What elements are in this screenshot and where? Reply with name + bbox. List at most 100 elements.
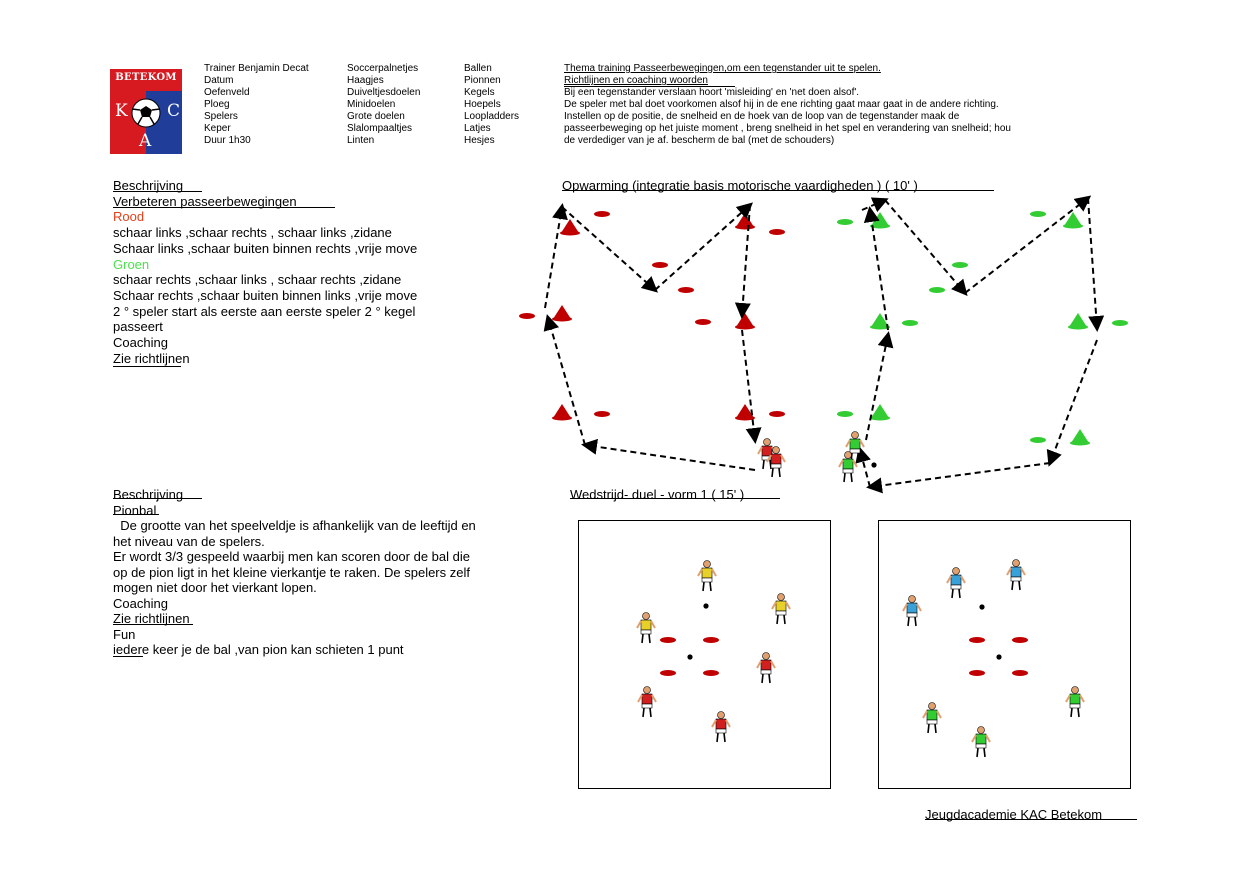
header-item: Duur 1h30 [204,135,251,146]
flat-marker [952,262,968,268]
guidelines-reference: Zie richtlijnen [113,350,190,366]
header-item: Trainer Benjamin Decat [204,63,309,74]
player-leg [783,614,786,625]
flat-marker [678,287,694,293]
underline-bar [562,190,994,191]
header-item: Oefenveld [204,87,250,98]
header-item: Spelers [204,111,238,122]
player-arm [946,575,952,584]
logo-top-text: BETEKOM [115,72,177,83]
player-shirt [1069,693,1081,705]
player-leg [648,633,651,644]
header-item: Ploeg [204,99,230,110]
player-leg [702,581,705,592]
player-arm [1079,694,1085,703]
player-shirt [770,453,782,465]
player-shorts [842,468,854,474]
player-arm [852,459,858,468]
flat-marker [929,287,945,293]
player-arm [711,568,717,577]
player-leg [776,614,779,625]
player-leg [951,588,954,599]
player-arm [650,620,656,629]
player-shirt [761,445,773,457]
cone-marker [871,404,889,418]
description-line: schaar links ,schaar rechts , schaar lin… [113,225,392,241]
player-arm [916,603,922,612]
player-arm [785,601,791,610]
flat-marker [1030,437,1046,443]
header-item: Bij een tegenstander verslaan hoort 'mis… [564,87,860,98]
cone-marker [736,404,754,418]
underline-bar [113,191,202,192]
underline-bar [113,498,202,499]
player-shirt [1010,566,1022,578]
cone-marker [871,313,889,327]
cone-base [735,224,755,230]
cone-base [1070,440,1090,446]
player-head [928,702,936,710]
player-arm [651,694,657,703]
flat-marker [1030,211,1046,217]
ball [871,462,877,468]
flat-marker [703,670,719,676]
cone-base [552,415,572,421]
ball [979,604,985,610]
header-item: Duiveltjesdoelen [347,87,421,98]
flat-marker [652,262,668,268]
run-arrow [866,462,1051,494]
player-shorts [849,448,861,454]
player-head [977,726,985,734]
flat-marker [969,637,985,643]
header-item: Linten [347,135,375,146]
player-head [777,593,785,601]
player-shorts [1069,703,1081,709]
player-shorts [640,629,652,635]
footer-academy: Jeugdacademie KAC Betekom [925,807,1103,822]
description-line: Schaar rechts ,schaar buiten binnen link… [113,287,418,303]
player-arm [936,710,942,719]
run-arrow [543,314,586,446]
player-arm [1065,694,1071,703]
player-shorts [770,463,782,469]
team-red-label: Rood [113,209,145,225]
player-leg [642,707,645,718]
player-head [717,711,725,719]
player-leg [907,616,910,627]
player-arm [859,439,865,448]
run-arrow [581,438,756,471]
flat-marker [703,637,719,643]
player-shirt [926,709,938,721]
player-shirt [975,733,987,745]
player-head [642,612,650,620]
flat-marker [1012,637,1028,643]
underline-bar [925,819,1137,820]
player-leg [934,723,937,734]
player-arm [1006,567,1012,576]
cone-base [1063,223,1083,229]
logo-letter-k: K [115,101,128,121]
player-shorts [760,669,772,675]
player-arm [766,454,772,463]
player-leg [1077,707,1080,718]
player-arm [1020,567,1026,576]
underline-bar [570,498,780,499]
player-leg [927,723,930,734]
player-head [763,438,771,446]
flat-marker [660,637,676,643]
guidelines-reference: Zie richtlijnen [113,611,190,626]
player-arm [902,603,908,612]
player-head [844,451,852,459]
theme-title: Thema training Passeerbewegingen,om een … [564,63,881,74]
run-arrow [561,206,658,293]
header-trainer-column: Trainer Benjamin Decat Datum Oefenveld P… [204,63,309,147]
player-arm [971,734,977,743]
header-materials-column: Soccerpalnetjes Haagjes Duiveltjesdoelen… [347,63,420,147]
club-logo-graphic [110,69,182,154]
header-item: Hesjes [464,135,495,146]
cone-base [735,324,755,330]
logo-letter-a: A [139,131,152,151]
player-leg [976,747,979,758]
player-shirt [950,574,962,586]
